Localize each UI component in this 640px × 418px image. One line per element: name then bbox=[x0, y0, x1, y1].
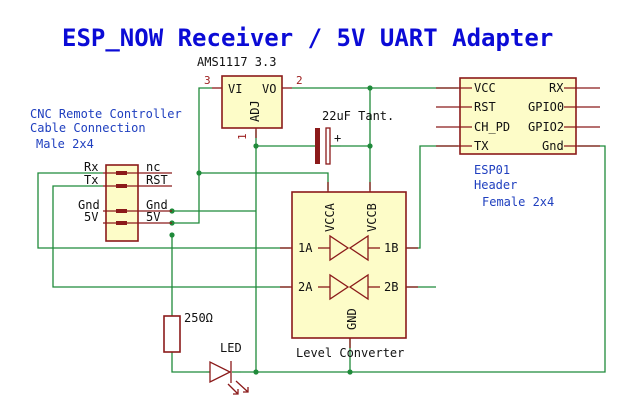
lc-2b-label: 2B bbox=[384, 280, 398, 294]
esp01-pin-gpio0: GPIO0 bbox=[528, 100, 564, 114]
cnc-note-line2: Cable Connection bbox=[30, 121, 146, 135]
led-arrowhead-2 bbox=[243, 387, 249, 393]
led: LED bbox=[206, 341, 249, 395]
esp01-header: VCC RST CH_PD TX RX GPIO0 GPIO2 Gnd ESP0… bbox=[436, 77, 600, 209]
resistor: 250Ω bbox=[163, 311, 213, 353]
level-converter: VCCA VCCB GND 1A 2A 1B 2B Level Converte… bbox=[280, 182, 418, 360]
capacitor-polarity: + bbox=[334, 131, 341, 145]
level-converter-body bbox=[291, 191, 407, 339]
lc-1b-label: 1B bbox=[384, 241, 398, 255]
cnc-connector: CNC Remote Controller Cable Connection M… bbox=[30, 107, 182, 242]
lc-vccb-label: VCCB bbox=[365, 203, 379, 232]
capacitor-label: 22uF Tant. bbox=[322, 109, 394, 123]
led-emission-arrow-2 bbox=[235, 380, 249, 393]
cnc-pin-rst: RST bbox=[146, 173, 168, 187]
capacitor-positive-plate bbox=[325, 127, 331, 165]
cnc-note-line1: CNC Remote Controller bbox=[30, 107, 182, 121]
regulator-pin-num-vo: 2 bbox=[296, 74, 303, 87]
regulator-pin-num-adj: 1 bbox=[236, 133, 249, 140]
tantalum-capacitor: 22uF Tant. + bbox=[310, 109, 394, 165]
wire-resistor-to-led bbox=[171, 352, 206, 373]
buffer-symbol-1 bbox=[318, 234, 380, 262]
cnc-note-line3: Male 2x4 bbox=[36, 137, 94, 151]
lc-vcca-label: VCCA bbox=[323, 202, 337, 232]
junction-dot bbox=[253, 369, 259, 375]
cnc-pin-tx: Tx bbox=[84, 173, 98, 187]
esp01-pin-ch-pd: CH_PD bbox=[474, 120, 510, 134]
capacitor-negative-plate bbox=[315, 128, 320, 164]
cnc-pin-shapes bbox=[103, 171, 172, 225]
lc-2a-label: 2A bbox=[298, 280, 313, 294]
regulator-body bbox=[221, 75, 283, 129]
led-label: LED bbox=[220, 341, 242, 355]
cnc-connector-body bbox=[105, 164, 139, 242]
regulator-pin-num-vi: 3 bbox=[204, 74, 211, 87]
junction-dot bbox=[253, 143, 259, 149]
led-arrowhead-1 bbox=[233, 389, 239, 395]
cnc-right-pin-shape-2 bbox=[116, 209, 172, 213]
cnc-right-pin-shape-3 bbox=[116, 221, 172, 225]
cnc-right-pin-shape-0 bbox=[116, 171, 172, 175]
esp01-pin-gnd: Gnd bbox=[542, 139, 564, 153]
regulator-vo-label: VO bbox=[262, 82, 276, 96]
voltage-regulator: AMS1117 3.3 VI VO ADJ 3 2 1 bbox=[197, 55, 303, 140]
cnc-pin-5v-right: 5V bbox=[146, 210, 160, 224]
buffer-symbol-2 bbox=[318, 273, 380, 301]
esp01-pin-tx: TX bbox=[474, 139, 489, 153]
esp01-label-line2: Header bbox=[474, 178, 517, 192]
resistor-body bbox=[163, 315, 181, 353]
wire-cnc-rx-to-1a bbox=[37, 172, 290, 249]
esp01-label-line3: Female 2x4 bbox=[482, 195, 554, 209]
wire-1b-to-esp-tx bbox=[407, 145, 458, 249]
cnc-pin-5v-left: 5V bbox=[84, 210, 98, 224]
junction-dot bbox=[347, 369, 353, 375]
cnc-pin-gnd-right: Gnd bbox=[146, 198, 168, 212]
esp01-label-line1: ESP01 bbox=[474, 163, 510, 177]
wire-5v-to-regulator bbox=[172, 87, 212, 224]
junction-dot bbox=[196, 170, 202, 176]
esp01-pin-rst: RST bbox=[474, 100, 496, 114]
regulator-vi-label: VI bbox=[228, 82, 242, 96]
junction-dot bbox=[367, 143, 373, 149]
led-emission-arrow-1 bbox=[227, 383, 239, 395]
esp01-pin-shapes bbox=[436, 87, 600, 147]
cnc-right-pin-shape-1 bbox=[116, 184, 172, 188]
esp01-pin-rx: RX bbox=[549, 81, 564, 95]
regulator-adj-label: ADJ bbox=[248, 100, 262, 122]
cnc-pin-gnd-left: Gnd bbox=[78, 198, 100, 212]
lc-gnd-label: GND bbox=[345, 308, 359, 330]
lc-1a-label: 1A bbox=[298, 241, 313, 255]
resistor-label: 250Ω bbox=[184, 311, 213, 325]
led-triangle bbox=[209, 360, 232, 384]
wire-5v-to-vccb bbox=[199, 172, 329, 190]
esp01-pin-vcc: VCC bbox=[474, 81, 496, 95]
regulator-name: AMS1117 3.3 bbox=[197, 55, 276, 69]
esp01-body bbox=[459, 77, 577, 155]
level-converter-label: Level Converter bbox=[296, 346, 404, 360]
schematic-title: ESP_NOW Receiver / 5V UART Adapter bbox=[62, 24, 553, 52]
cnc-pin-rx: Rx bbox=[84, 160, 98, 174]
junction-dot bbox=[169, 232, 175, 238]
junction-dot bbox=[367, 85, 373, 91]
esp01-pin-gpio2: GPIO2 bbox=[528, 120, 564, 134]
cnc-pin-nc: nc bbox=[146, 160, 160, 174]
